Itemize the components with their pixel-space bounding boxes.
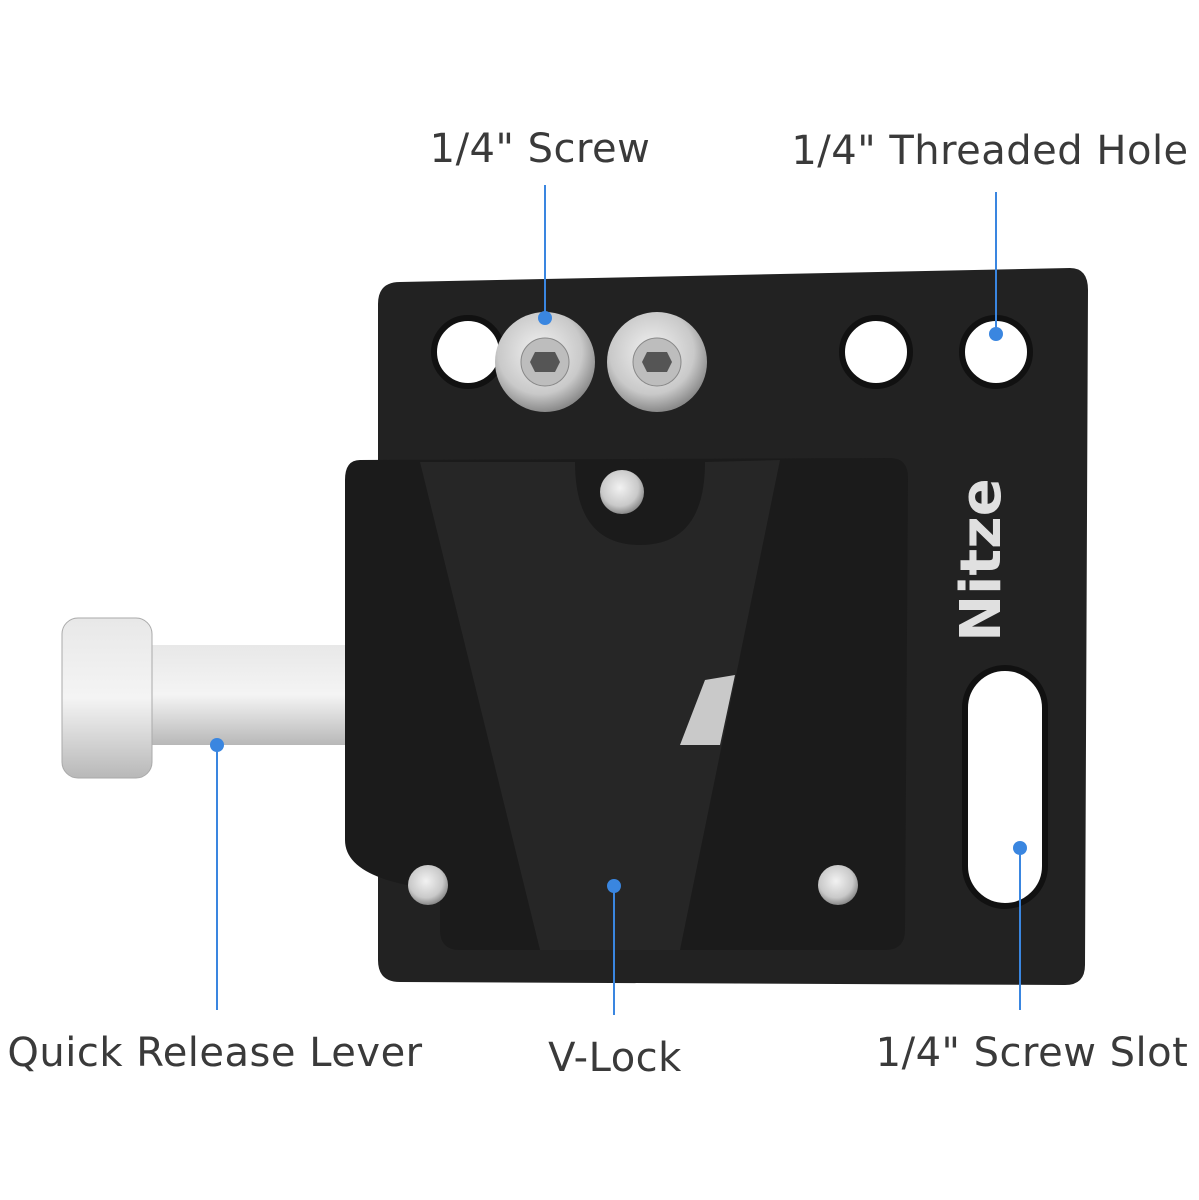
label-v-lock: V-Lock xyxy=(548,1035,682,1081)
label-screw: 1/4" Screw xyxy=(429,126,651,172)
screw-slot xyxy=(962,665,1048,909)
label-quick-release-lever: Quick Release Lever xyxy=(7,1030,423,1076)
brand-logo: Nitze xyxy=(949,478,1014,641)
hole xyxy=(431,315,505,389)
label-threaded-hole: 1/4" Threaded Hole xyxy=(791,128,1189,174)
callout-dots xyxy=(210,311,1027,893)
screws xyxy=(495,312,707,412)
callout-lines xyxy=(216,185,1021,1015)
label-screw-slot: 1/4" Screw Slot xyxy=(875,1030,1189,1076)
hole xyxy=(839,315,913,389)
v-lock xyxy=(345,458,908,950)
quick-release-lever xyxy=(61,617,360,779)
